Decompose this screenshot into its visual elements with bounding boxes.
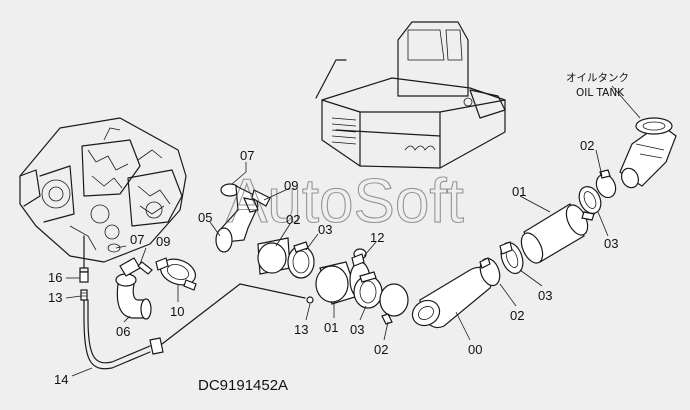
callout-13-mid: 13 [294, 322, 308, 337]
clamp-03-mid [353, 271, 383, 309]
oil-tank-outlet [619, 117, 677, 189]
fitting-16-13 [79, 271, 89, 301]
callout-01-r: 01 [512, 184, 526, 199]
clamp-03-r [499, 241, 524, 275]
pipe-00 [411, 266, 493, 329]
clamp-02-a [257, 237, 291, 275]
elbow-05 [215, 183, 271, 253]
clamp-02-r [479, 257, 501, 287]
callout-00: 00 [468, 342, 482, 357]
callout-02-r: 02 [510, 308, 524, 323]
clamp-02-mid [379, 283, 409, 325]
callout-03-a: 03 [318, 222, 332, 237]
callout-07-top: 07 [240, 148, 254, 163]
hose-14 [83, 283, 306, 370]
callout-05: 05 [198, 210, 212, 225]
tank-label-en: OIL TANK [576, 87, 625, 99]
hydraulic-pump-assembly [19, 117, 187, 273]
pipe-01-right [520, 203, 589, 264]
callout-13-left: 13 [48, 290, 62, 305]
callout-labels: 07 09 05 02 03 12 07 09 16 13 06 10 13 0… [48, 138, 618, 387]
callout-02-a: 02 [286, 212, 300, 227]
leader-lines [65, 85, 641, 377]
callout-14: 14 [54, 372, 68, 387]
pipe-06 [107, 243, 153, 320]
callout-09-top: 09 [284, 178, 298, 193]
callout-10: 10 [170, 304, 184, 319]
diagram-code: DC9191452A [198, 377, 288, 394]
callout-03-top: 03 [604, 236, 618, 251]
callout-02-mid: 02 [374, 342, 388, 357]
callout-09-left: 09 [156, 234, 170, 249]
clamp-03-top [578, 186, 602, 221]
clamp-10 [155, 257, 197, 291]
fitting-13-mid [306, 296, 314, 304]
callout-06: 06 [116, 324, 130, 339]
watermark-text: AutoSoft [226, 167, 464, 236]
tank-label-ja: オイルタンク [566, 72, 629, 84]
excavator-illustration [315, 21, 506, 169]
callout-12: 12 [370, 230, 384, 245]
callout-03-mid: 03 [350, 322, 364, 337]
clamp-02-top [595, 169, 617, 199]
callout-02-top: 02 [580, 138, 594, 153]
callout-07-left: 07 [130, 232, 144, 247]
clamp-03-a [287, 241, 315, 279]
callout-16: 16 [48, 270, 62, 285]
callout-01-mid: 01 [324, 320, 338, 335]
callout-03-r: 03 [538, 288, 552, 303]
